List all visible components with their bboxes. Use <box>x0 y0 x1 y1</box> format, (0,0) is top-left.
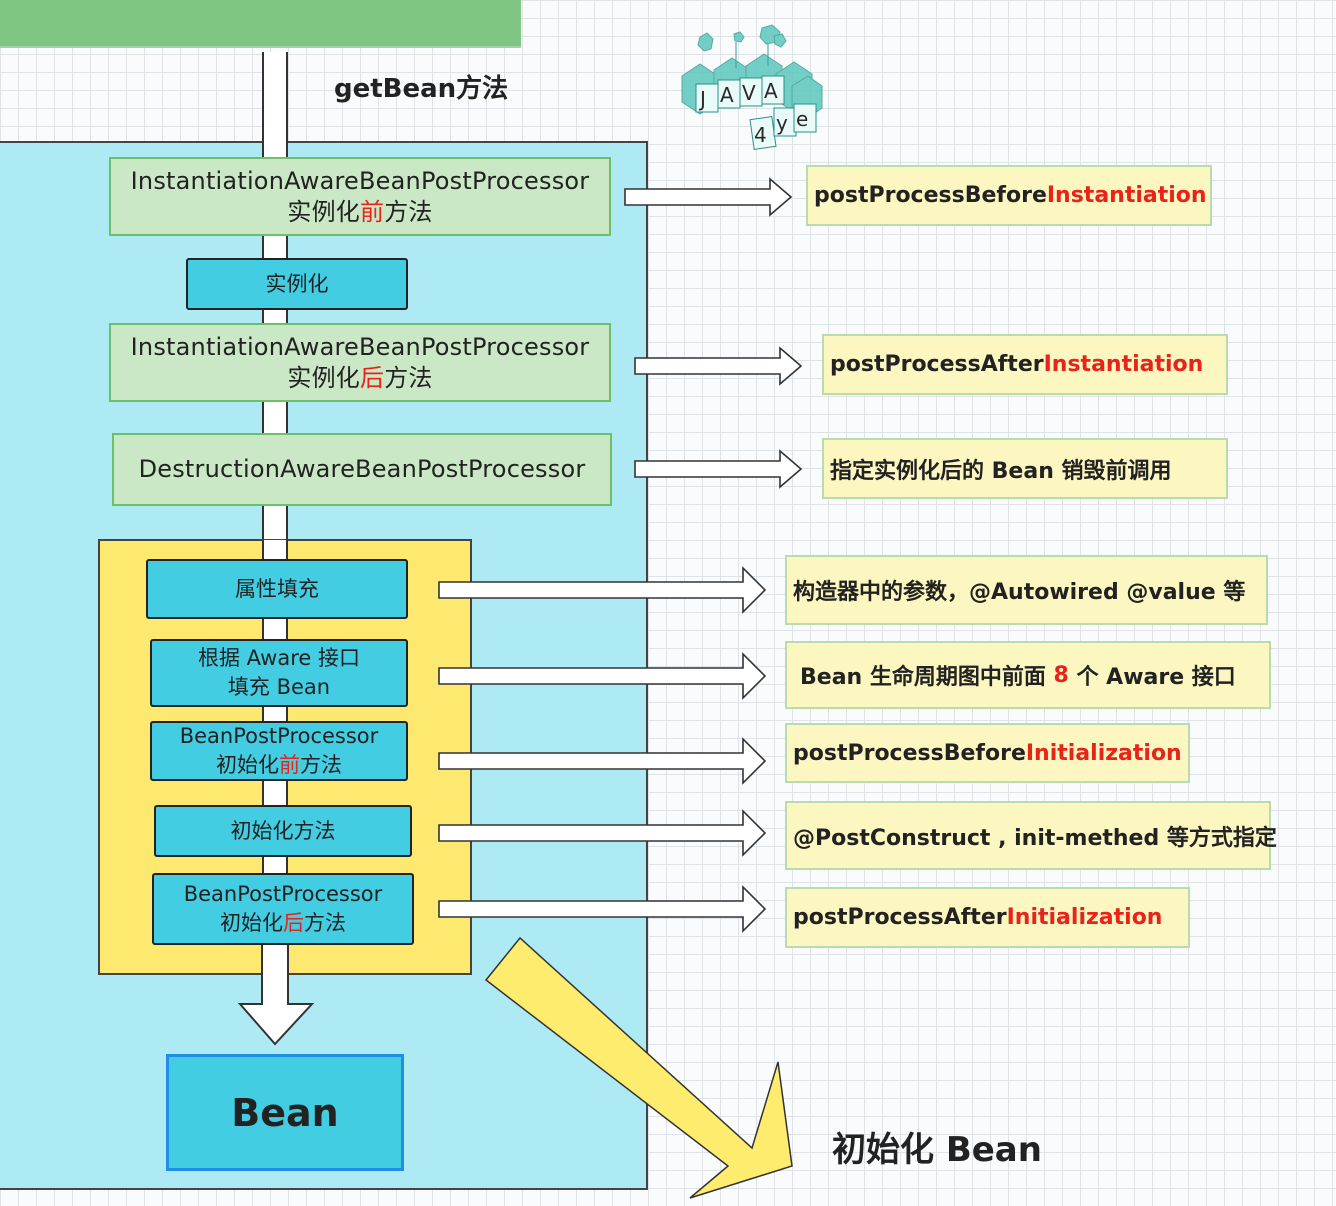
arrow-right-icon <box>438 737 767 785</box>
note-highlight: Instantiation <box>1043 352 1204 377</box>
arrow-right-icon <box>438 566 767 614</box>
subtitle-prefix: 实例化 <box>287 363 360 392</box>
java4ye-logo: J A V A 4 y e <box>680 22 824 150</box>
initialize-bean-label: 初始化 Bean <box>832 1130 1042 1170</box>
svg-text:e: e <box>796 107 808 131</box>
note-highlight: Instantiation <box>1046 183 1207 208</box>
logo-icon: J A V A 4 y e <box>681 24 823 150</box>
bpp-after-init-box[interactable]: BeanPostProcessor 初始化后方法 <box>152 873 414 945</box>
destruction-processor-box[interactable]: DestructionAwareBeanPostProcessor <box>112 433 612 506</box>
instantiation-before-processor-box[interactable]: InstantiationAwareBeanPostProcessor 实例化前… <box>109 157 611 236</box>
note-prefix: postProcessBefore <box>793 740 1026 766</box>
subtitle-prefix: 初始化 <box>216 753 279 777</box>
subtitle-suffix: 方法 <box>384 363 433 392</box>
instantiation-after-title: InstantiationAwareBeanPostProcessor <box>130 332 590 361</box>
instantiate-step-box[interactable]: 实例化 <box>186 258 408 310</box>
svg-text:4: 4 <box>754 123 767 147</box>
note-highlight: Initialization <box>1025 740 1182 766</box>
note-highlight: Initialization <box>1006 905 1163 930</box>
instantiation-before-subtitle: 实例化前方法 <box>287 197 432 228</box>
note-init-method: @PostConstruct , init-methed 等方式指定 <box>785 801 1277 870</box>
bpp-before-subtitle: 初始化前方法 <box>216 751 342 780</box>
init-method-box[interactable]: 初始化方法 <box>154 805 412 857</box>
note-aware: Bean 生命周期图中前面 8 个 Aware 接口 <box>785 641 1271 709</box>
svg-text:A: A <box>720 83 734 107</box>
instantiation-after-subtitle: 实例化后方法 <box>287 363 432 394</box>
subtitle-highlight: 后 <box>360 363 385 392</box>
svg-text:y: y <box>776 111 788 135</box>
svg-text:A: A <box>764 79 778 103</box>
subtitle-prefix: 初始化 <box>220 911 283 935</box>
bpp-before-init-box[interactable]: BeanPostProcessor 初始化前方法 <box>150 721 408 781</box>
arrow-right-icon <box>438 652 767 700</box>
aware-populate-box[interactable]: 根据 Aware 接口 填充 Bean <box>150 639 408 707</box>
svg-text:V: V <box>742 81 756 105</box>
note-prefix: Bean 生命周期图中前面 <box>800 665 1054 690</box>
bean-result-label: Bean <box>231 1090 339 1135</box>
arrow-right-icon <box>624 177 793 217</box>
note-prefix: postProcessBefore <box>814 183 1047 208</box>
bpp-after-title: BeanPostProcessor <box>183 882 383 906</box>
down-arrow-icon <box>237 939 315 1046</box>
note-prefix: postProcessAfter <box>830 352 1044 377</box>
note-prefix: postProcessAfter <box>793 905 1007 930</box>
subtitle-suffix: 方法 <box>304 911 346 935</box>
arrow-right-icon <box>438 885 767 933</box>
note-destruction: 指定实例化后的 Bean 销毁前调用 <box>822 438 1228 499</box>
diagonal-arrow-icon <box>484 936 793 1199</box>
aware-line1: 根据 Aware 接口 <box>197 646 360 670</box>
subtitle-highlight: 后 <box>283 911 304 935</box>
svg-text:J: J <box>698 87 706 111</box>
top-bar <box>0 0 521 48</box>
aware-line2: 填充 Bean <box>227 675 331 699</box>
populate-properties-box[interactable]: 属性填充 <box>146 559 408 619</box>
populate-properties-label: 属性填充 <box>235 576 319 601</box>
subtitle-highlight: 前 <box>279 753 300 777</box>
note-highlight: 8 <box>1053 662 1069 688</box>
arrow-right-icon <box>634 449 803 489</box>
bean-result-box[interactable]: Bean <box>166 1054 404 1171</box>
instantiation-after-processor-box[interactable]: InstantiationAwareBeanPostProcessor 实例化后… <box>109 323 611 402</box>
note-text: 指定实例化后的 Bean 销毁前调用 <box>830 458 1172 484</box>
note-text: @PostConstruct , init-methed 等方式指定 <box>793 825 1277 851</box>
note-populate: 构造器中的参数，@Autowired @value 等 <box>785 555 1268 625</box>
bpp-after-subtitle: 初始化后方法 <box>220 909 346 938</box>
subtitle-highlight: 前 <box>360 197 385 226</box>
arrow-right-icon <box>634 346 803 386</box>
note-suffix: 个 Aware 接口 <box>1068 665 1236 690</box>
subtitle-suffix: 方法 <box>384 197 433 226</box>
destruction-title: DestructionAwareBeanPostProcessor <box>138 455 586 483</box>
instantiation-before-title: InstantiationAwareBeanPostProcessor <box>130 166 590 195</box>
init-method-label: 初始化方法 <box>230 818 336 843</box>
subtitle-prefix: 实例化 <box>287 197 360 226</box>
note-text: 构造器中的参数，@Autowired @value 等 <box>793 580 1246 605</box>
bpp-before-title: BeanPostProcessor <box>179 724 379 748</box>
getbean-label: getBean方法 <box>334 74 509 104</box>
instantiate-step-label: 实例化 <box>265 271 329 296</box>
subtitle-suffix: 方法 <box>300 753 342 777</box>
arrow-right-icon <box>438 809 767 857</box>
